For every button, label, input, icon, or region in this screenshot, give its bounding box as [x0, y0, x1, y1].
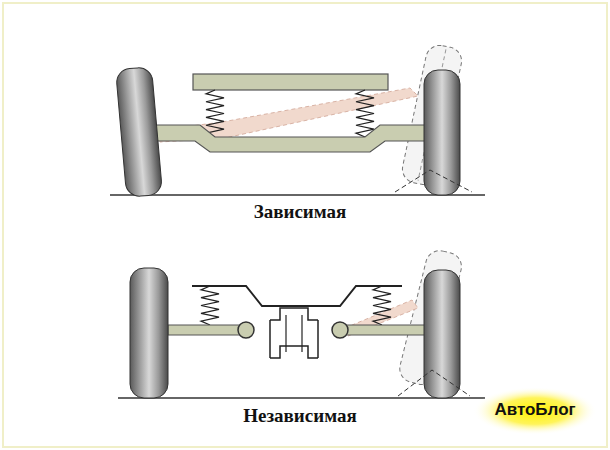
- watermark-glow: [473, 387, 597, 435]
- caption-label: Независимая: [243, 405, 357, 427]
- dependent-suspension: [110, 43, 485, 198]
- frame-border: [3, 3, 607, 447]
- independent-suspension: [118, 248, 485, 398]
- caption-label: Зависимая: [254, 201, 347, 223]
- watermark: АвтоБлог: [494, 400, 575, 420]
